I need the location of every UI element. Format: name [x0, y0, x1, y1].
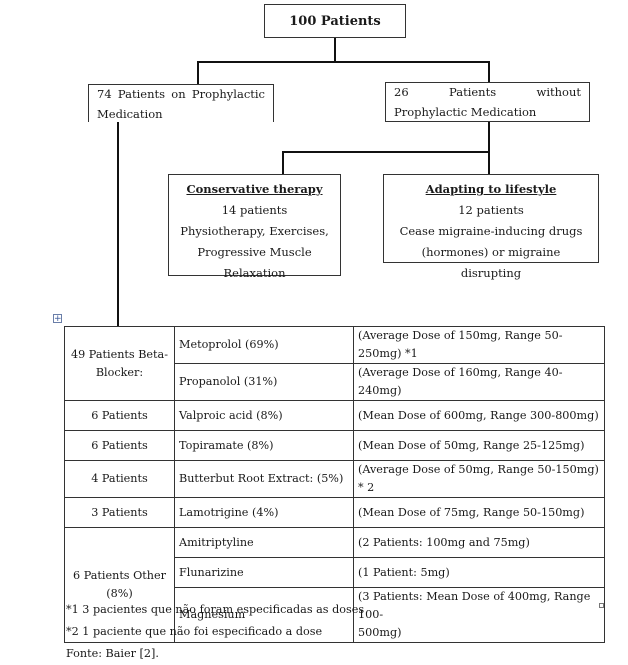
drug-cell: Butterbut Root Extract: (5%)	[174, 460, 354, 498]
table-resize-handle-icon[interactable]	[599, 603, 604, 608]
footnote-2: *2 1 paciente que não foi especificado a…	[66, 625, 323, 638]
lifestyle-heading: Adapting to lifestyle	[425, 182, 557, 196]
right-branch-line1: 26 Patients without	[394, 81, 581, 103]
lifestyle-box: Adapting to lifestyle 12 patients Cease …	[383, 174, 599, 280]
conservative-heading: Conservative therapy	[186, 182, 323, 196]
right-branch-word: without	[536, 85, 581, 99]
drug-cell: Amitriptyline	[174, 527, 354, 558]
right-branch-word: 26	[394, 85, 409, 99]
left-branch-line1: 74 Patients on Prophylactic	[97, 83, 265, 105]
group-cell: 6 Patients	[64, 400, 175, 431]
table-row: 4 Patients Butterbut Root Extract: (5%) …	[64, 460, 605, 498]
connector-left-down	[197, 61, 199, 85]
connector-top-horizontal	[197, 61, 490, 63]
dose-cell: (Average Dose of 160mg, Range 40-240mg)	[353, 363, 605, 401]
connector-lifestyle-down	[488, 151, 490, 175]
group-cell: 49 Patients Beta- Blocker:	[64, 326, 175, 401]
dose-cell: (Mean Dose of 600mg, Range 300-800mg)	[353, 400, 605, 431]
drug-cell: Valproic acid (8%)	[174, 400, 354, 431]
table-move-handle-icon[interactable]: +	[53, 314, 62, 324]
top-title: 100 Patients	[289, 13, 381, 29]
dose-cell: (Mean Dose of 75mg, Range 50-150mg)	[353, 497, 605, 528]
dose-cell: (1 Patient: 5mg)	[353, 557, 605, 588]
drug-cell: Propanolol (31%)	[174, 363, 354, 401]
left-branch-word: Prophylactic	[191, 87, 265, 101]
connector-right-horizontal	[282, 151, 490, 153]
table-row: 6 Patients Valproic acid (8%) (Mean Dose…	[64, 400, 605, 431]
left-branch-line2: Medication	[97, 107, 163, 121]
footnote-1: *1 3 pacientes que não foram especificad…	[66, 603, 365, 616]
table-row: 49 Patients Beta- Blocker: Metoprolol (6…	[64, 326, 605, 401]
left-branch-box: 74 Patients on Prophylactic Medication	[88, 84, 274, 122]
drug-cell: Magnesium	[174, 587, 354, 643]
connector-top-vertical	[334, 38, 336, 62]
table-row: Magnesium (3 Patients: Mean Dose of 400m…	[65, 587, 605, 643]
medication-table: 49 Patients Beta- Blocker: Metoprolol (6…	[64, 326, 605, 643]
drug-cell: Lamotrigine (4%)	[174, 497, 354, 528]
right-branch-word: Patients	[449, 85, 497, 99]
connector-left-to-table	[117, 122, 119, 326]
group-cell: 3 Patients	[64, 497, 175, 528]
dose-cell: (Average Dose of 150mg, Range 50-250mg) …	[353, 326, 605, 364]
dose-cell: (Mean Dose of 50mg, Range 25-125mg)	[353, 430, 605, 461]
lifestyle-count: 12 patients	[458, 203, 524, 217]
lifestyle-detail: Cease migraine-inducing drugs	[399, 224, 583, 238]
table-row: 6 Patients Topiramate (8%) (Mean Dose of…	[64, 430, 605, 461]
conservative-therapy-box: Conservative therapy 14 patients Physiot…	[168, 174, 341, 280]
table-row: 6 Patients Other (8%) Amitriptyline (2 P…	[64, 527, 605, 643]
connector-right-vertical	[488, 122, 490, 152]
drug-cell: Flunarizine	[174, 557, 354, 588]
conservative-count: 14 patients	[221, 203, 288, 217]
group-cell: 4 Patients	[64, 460, 175, 498]
drug-cell: Topiramate (8%)	[174, 430, 354, 461]
group-cell: 6 Patients Other (8%)	[64, 527, 175, 643]
source-note: Fonte: Baier [2].	[66, 647, 159, 660]
conservative-detail: Physiotherapy, Exercises,	[180, 224, 329, 238]
dose-cell: (Average Dose of 50mg, Range 50-150mg) *…	[353, 460, 605, 498]
table-row: Propanolol (31%) (Average Dose of 160mg,…	[65, 363, 605, 401]
left-branch-word: Patients	[117, 87, 166, 101]
left-branch-word: 74	[97, 87, 112, 101]
footnotes: *1 3 pacientes que não foram especificad…	[66, 599, 606, 665]
top-box: 100 Patients	[264, 4, 406, 38]
lifestyle-detail: (hormones) or migraine disrupting	[421, 245, 561, 280]
right-branch-line2: Prophylactic Medication	[394, 105, 537, 119]
group-cell: 6 Patients	[64, 430, 175, 461]
drug-cell: Metoprolol (69%)	[174, 326, 354, 364]
connector-conservative-down	[282, 151, 284, 175]
right-branch-box: 26 Patients without Prophylactic Medicat…	[385, 82, 590, 122]
conservative-detail: Progressive Muscle Relaxation	[197, 245, 312, 280]
connector-right-down	[488, 61, 490, 82]
left-branch-word: on	[171, 87, 186, 101]
dose-cell: (3 Patients: Mean Dose of 400mg, Range 1…	[353, 587, 605, 643]
table-row: 3 Patients Lamotrigine (4%) (Mean Dose o…	[64, 497, 605, 528]
dose-cell: (2 Patients: 100mg and 75mg)	[353, 527, 605, 558]
